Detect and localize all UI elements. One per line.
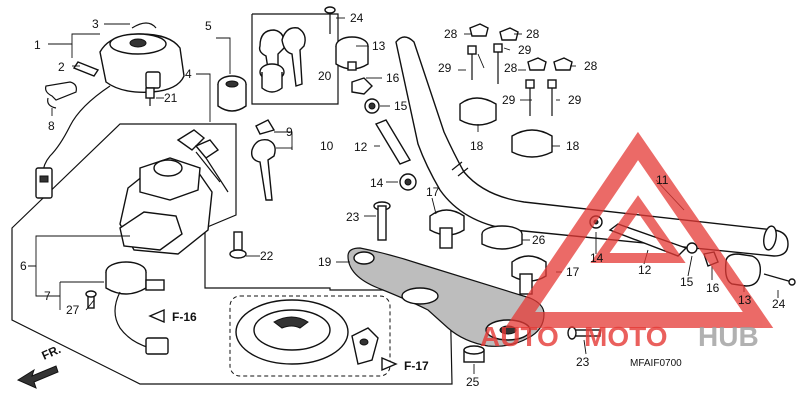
key-part-10 [250,139,276,201]
callout-1: 1 [34,38,41,52]
cap-lock-part [351,327,379,365]
callout-18a: 18 [470,139,484,153]
key-blank-part [255,119,276,135]
plate-part [72,61,100,77]
watermark-text-a: AUTO [480,321,559,352]
callout-22: 22 [260,249,274,263]
callout-2: 2 [58,60,65,74]
callout-14b: 14 [590,251,604,265]
section-references: F-16 F-17 FR. MFAIF0700 [16,308,682,389]
bracket-part [45,81,77,109]
group-outline [11,123,453,385]
key-part [176,129,206,151]
callout-24b: 24 [772,297,786,311]
callout-11: 11 [656,173,669,187]
callout-8: 8 [48,119,55,133]
fr-label: FR. [40,342,63,363]
callout-29d: 29 [568,93,582,107]
callout-6: 6 [20,259,27,273]
callout-12b: 12 [638,263,652,277]
watermark-logo [504,131,774,328]
rod-part [374,119,412,165]
callout-9: 9 [286,125,293,139]
fuel-cap-group-outline [229,295,391,377]
callout-4: 4 [185,67,192,81]
connector-part [35,167,53,199]
callout-7: 7 [44,289,51,303]
callout-29c: 29 [502,93,516,107]
callout-14a: 14 [370,176,384,190]
watermark-text-b: MOTO [584,321,667,352]
sensor-wire [114,291,151,349]
ref-f16: F-16 [172,310,197,324]
watermark-text-c: HUB [698,321,759,352]
handlebar [395,36,789,257]
callout-26: 26 [532,233,546,247]
callout-28d: 28 [584,59,598,73]
callout-16b: 16 [706,281,720,295]
callout-25: 25 [466,375,480,389]
callout-28b: 28 [526,27,540,41]
clip-part [131,22,157,29]
callout-27: 27 [66,303,80,317]
handlebar-pipe [395,36,789,257]
key-set [258,27,306,93]
left-leaders [28,13,339,311]
callout-21: 21 [164,91,178,105]
callout-20: 20 [318,69,332,83]
callout-23b: 23 [576,355,590,369]
callout-15a: 15 [394,99,408,113]
sensor-connector [145,337,169,355]
handlebar-clamp-upper [459,97,497,126]
callout-28a: 28 [444,27,458,41]
callout-13b: 13 [738,293,752,307]
callout-12a: 12 [354,140,368,154]
lower-clamp-17a [429,209,465,236]
callout-10: 10 [320,139,334,153]
callout-5: 5 [205,19,212,33]
callout-15b: 15 [680,275,694,289]
callout-24a: 24 [350,11,364,25]
ref-f17: F-17 [404,359,429,373]
callout-13a: 13 [372,39,386,53]
callout-17a: 17 [426,185,440,199]
callout-23a: 23 [346,210,360,224]
callout-3: 3 [92,17,99,31]
key-set-frame [251,13,339,105]
callout-19: 19 [318,255,332,269]
watermark-text: AUTO MOTO HUB [480,321,759,352]
top-hardware [459,23,573,158]
handlebar-clamp-upper-2 [511,129,553,158]
callout-18b: 18 [566,139,580,153]
callout-29b: 29 [518,43,532,57]
fr-arrow-icon [16,365,59,389]
steering-lock-assembly [324,6,417,241]
callout-28c: 28 [504,61,518,75]
callout-labels: 3 1 2 8 21 5 4 9 10 20 22 6 7 27 24 13 1… [20,11,786,389]
callout-17b: 17 [566,265,580,279]
ignition-switch-assembly [11,22,453,385]
lower-clamps [429,209,547,295]
diagram-code: MFAIF0700 [630,358,682,369]
top-bridge [347,247,601,363]
switch-wire [42,85,111,183]
callout-29a: 29 [438,61,452,75]
callout-16a: 16 [386,71,400,85]
arrow-right-f17 [381,356,398,372]
arrow-left-f16 [148,308,165,324]
